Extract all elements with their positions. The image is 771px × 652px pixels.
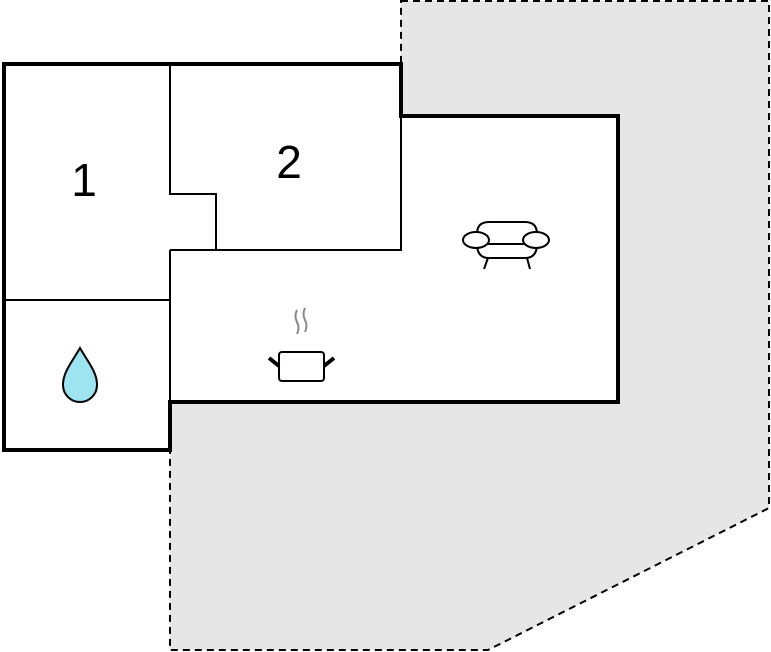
water-drop-icon — [61, 345, 99, 403]
cooking-pot-icon — [267, 307, 336, 382]
room-label-2: 2 — [276, 136, 302, 188]
room-label-1: 1 — [71, 154, 97, 206]
sofa-icon — [462, 221, 550, 270]
interior-walls — [4, 64, 402, 402]
exterior-walls — [2, 62, 620, 452]
house-interior — [4, 64, 618, 450]
